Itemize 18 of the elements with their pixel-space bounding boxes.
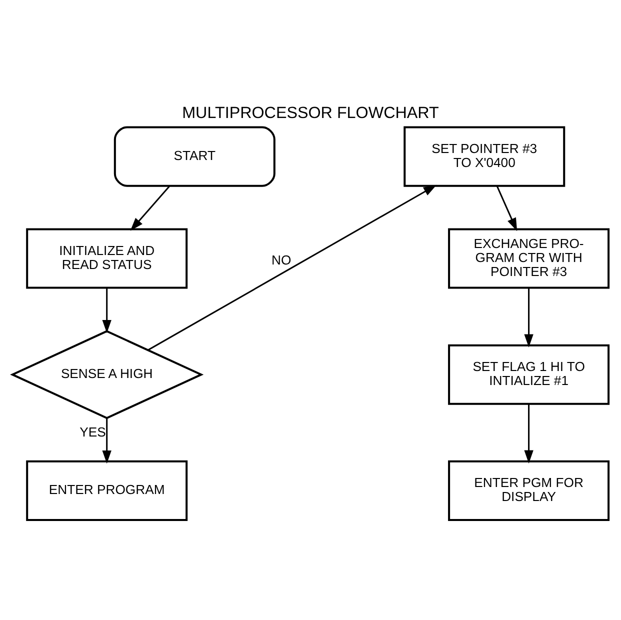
arrow [524, 404, 534, 463]
edge-label: NO [272, 252, 292, 267]
arrow [102, 288, 112, 333]
edge-label: YES [80, 424, 106, 439]
node-box: INITIALIZE AND READ STATUS [26, 228, 188, 288]
arrow [102, 418, 112, 464]
node-box: START [114, 126, 276, 186]
node-box: EXCHANGE PRO-GRAM CTR WITH POINTER #3 [448, 228, 610, 288]
node-diamond: SENSE A HIGH [10, 330, 204, 419]
node-box: SET FLAG 1 HI TO INTIALIZE #1 [448, 344, 610, 404]
arrow [496, 185, 518, 231]
node-box: SET POINTER #3 TO X'0400 [404, 126, 566, 186]
arrow [130, 184, 170, 230]
node-box: ENTER PGM FOR DISPLAY [448, 460, 610, 520]
diagram-title: MULTIPROCESSOR FLOWCHART [182, 103, 439, 122]
node-box: ENTER PROGRAM [26, 460, 188, 520]
arrow [524, 288, 534, 347]
arrow [148, 184, 437, 350]
